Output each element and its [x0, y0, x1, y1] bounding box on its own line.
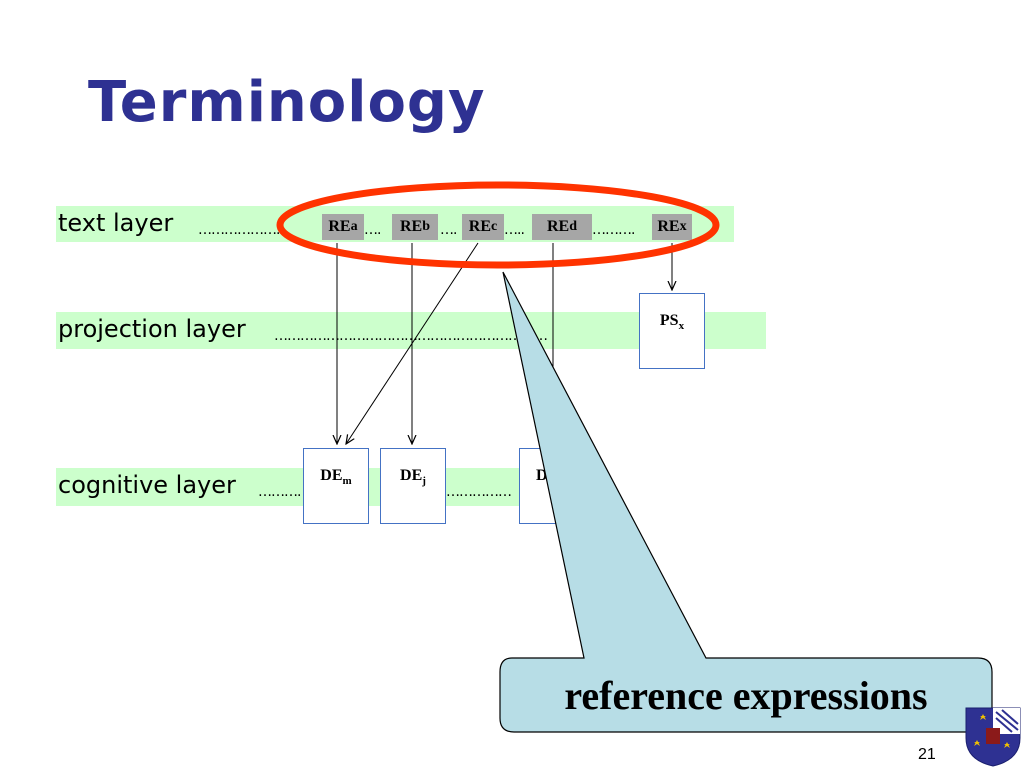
de-m-label: DE — [320, 467, 343, 484]
text-layer-dots: …. — [364, 222, 381, 238]
university-crest-icon — [965, 707, 1021, 767]
text-layer-dots: ….. — [504, 222, 525, 238]
callout-text: reference expressions — [564, 672, 928, 718]
re-x-subscript: x — [679, 219, 687, 234]
de-j-box: DEj — [380, 448, 446, 524]
re-a-label: RE — [328, 218, 351, 235]
projection-layer-label: projection layer — [58, 315, 246, 343]
de-j-subscript: j — [422, 475, 426, 488]
ps-x-subscript: x — [678, 320, 685, 333]
re-a-subscript: a — [350, 219, 358, 234]
de-j-label: DE — [400, 467, 423, 484]
cognitive-layer-dots: …………… — [446, 484, 512, 500]
de-m-box: DEm — [303, 448, 369, 524]
de-partial-label: D — [536, 467, 548, 484]
re-x-label: RE — [657, 218, 680, 235]
text-layer-label: text layer — [58, 209, 174, 237]
cognitive-layer-dots: ………. — [258, 484, 301, 500]
slide-title: Terminology — [88, 70, 486, 135]
cognitive-layer-label: cognitive layer — [58, 471, 236, 499]
re-d-label: RE — [546, 218, 570, 235]
re-b-subscript: b — [422, 219, 431, 234]
text-layer-dots: ………. — [592, 222, 635, 238]
ps-x-label: PS — [659, 312, 679, 329]
re-d-subscript: d — [569, 219, 578, 234]
projection-layer-dots: ……………………………………………………… — [274, 328, 548, 344]
ps-x-box: PSx — [639, 293, 705, 369]
reference-expressions-ellipse — [276, 181, 720, 269]
de-m-subscript: m — [342, 475, 352, 488]
text-layer-dots: …. — [440, 222, 457, 238]
re-b-label: RE — [399, 218, 423, 235]
text-layer-dots: ……………….. — [198, 222, 284, 238]
re-c-subscript: c — [491, 219, 498, 234]
re-c-label: RE — [468, 218, 491, 235]
arrow-rec-to-dem — [346, 242, 479, 444]
page-number: 21 — [918, 746, 936, 763]
